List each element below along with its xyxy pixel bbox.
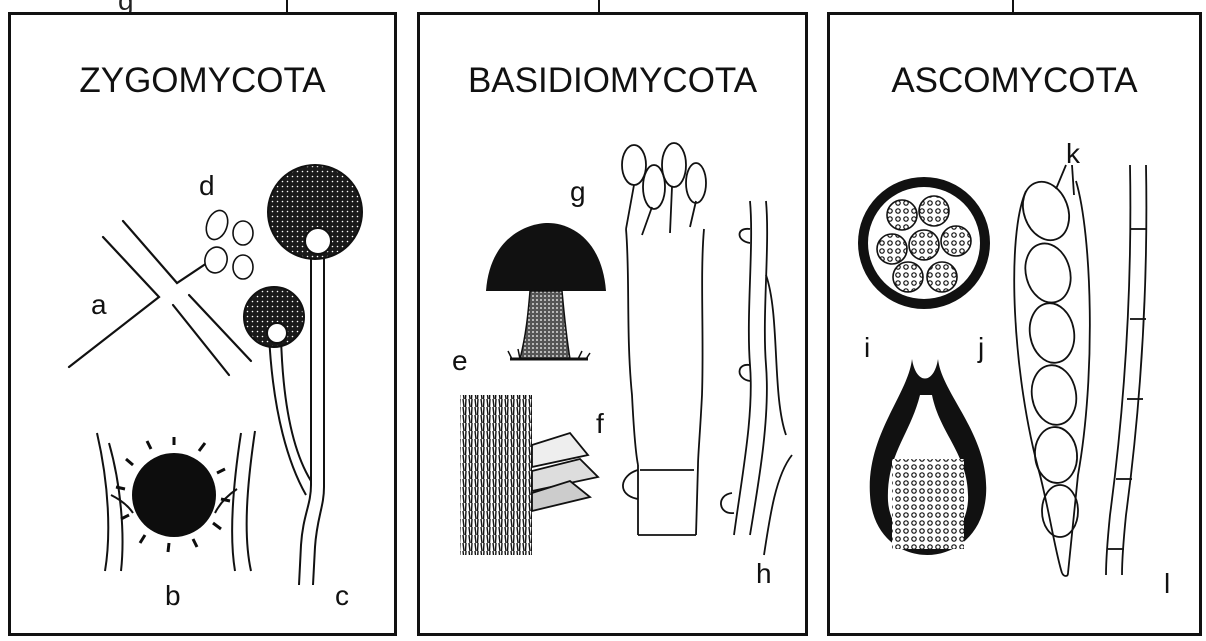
mushroom-drawing bbox=[486, 223, 606, 359]
bracket-fungus-drawing bbox=[460, 395, 598, 555]
sporangium-drawing bbox=[244, 165, 362, 585]
zygomycota-illustration: a b c d bbox=[11, 15, 397, 636]
label-g: g bbox=[570, 176, 586, 207]
basidiomycota-illustration: e f g h bbox=[420, 15, 808, 636]
top-tick-mark bbox=[1012, 0, 1014, 12]
top-tick-mark bbox=[598, 0, 600, 12]
label-b: b bbox=[165, 580, 181, 611]
basidium-drawing bbox=[622, 143, 706, 535]
zygospore-drawing bbox=[97, 431, 255, 571]
label-h: h bbox=[756, 558, 772, 589]
septate-hypha-drawing bbox=[1106, 165, 1146, 575]
panel-basidiomycota: BASIDIOMYCOTA bbox=[417, 12, 808, 636]
panel-zygomycota: ZYGOMYCOTA bbox=[8, 12, 397, 636]
perithecium-drawing bbox=[870, 359, 987, 555]
label-a: a bbox=[91, 289, 107, 320]
label-d: d bbox=[199, 170, 215, 201]
label-e: e bbox=[452, 345, 468, 376]
label-k: k bbox=[1066, 138, 1081, 169]
sporangiospores-drawing bbox=[202, 207, 253, 279]
ascomycota-illustration: i j k l bbox=[830, 15, 1202, 636]
label-c: c bbox=[335, 580, 349, 611]
label-l: l bbox=[1164, 568, 1170, 599]
label-j: j bbox=[977, 332, 984, 363]
panel-ascomycota: ASCOMYCOTA bbox=[827, 12, 1202, 636]
label-i: i bbox=[864, 332, 870, 363]
cleistothecium-drawing bbox=[858, 177, 990, 309]
top-tick-mark bbox=[286, 0, 288, 12]
clamp-connection-hypha-drawing bbox=[721, 201, 792, 555]
label-f: f bbox=[596, 408, 604, 439]
ascus-drawing bbox=[1014, 165, 1090, 576]
